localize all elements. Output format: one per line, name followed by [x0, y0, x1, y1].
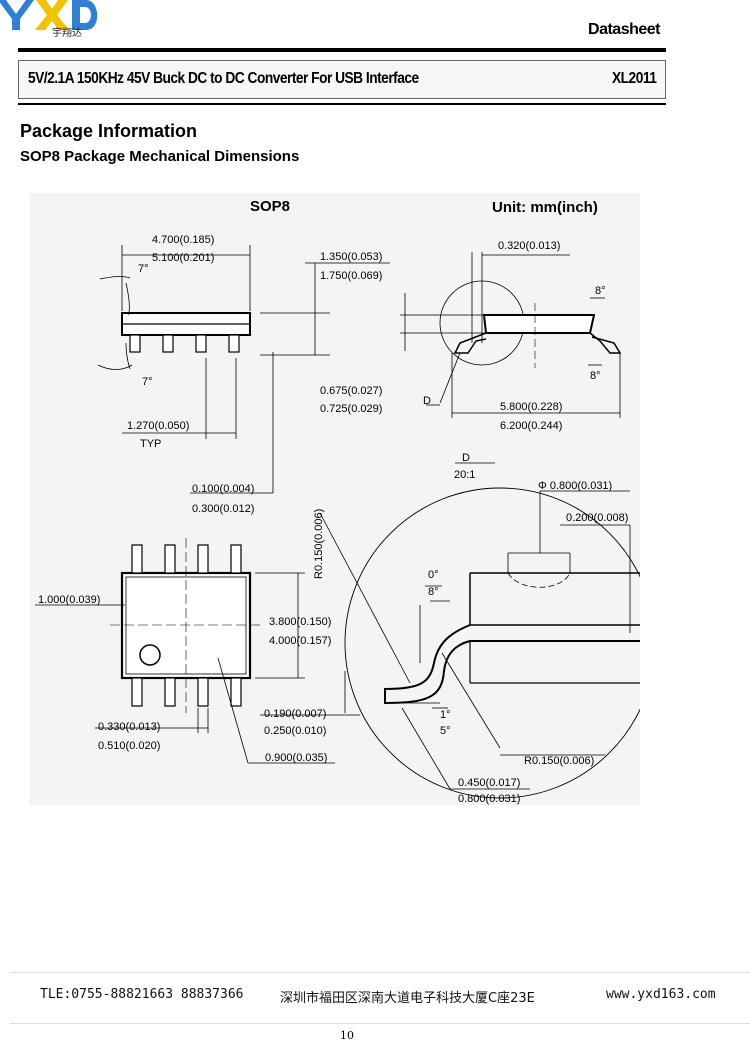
footer-address: 深圳市福田区深南大道电子科技大厦C座23E	[280, 991, 535, 1006]
title-underline	[18, 103, 666, 105]
dim-lead-width-max: 0.510(0.020)	[98, 740, 160, 752]
title-bar	[18, 60, 666, 99]
dim-height-max: 1.750(0.069)	[320, 270, 382, 282]
angle-0: 0°	[428, 569, 439, 581]
dim-foot-min: 0.450(0.017)	[458, 777, 520, 789]
dim-width-max: 6.200(0.244)	[500, 420, 562, 432]
detail-d-view	[260, 462, 640, 799]
page-number: 10	[340, 1029, 354, 1042]
angle-8: 8°	[428, 586, 439, 598]
dim-length-min: 4.700(0.185)	[152, 234, 214, 246]
mechanical-drawing: SOP8 Unit: mm(inch) 4.	[30, 193, 640, 805]
dim-09: 0.900(0.035)	[265, 752, 327, 764]
dim-thickness-max: 0.250(0.010)	[264, 725, 326, 737]
logo-chinese-name: 宇翔达	[52, 28, 82, 39]
dim-length-max: 5.100(0.201)	[152, 252, 214, 264]
company-logo	[0, 0, 110, 40]
product-title: 5V/2.1A 150KHz 45V Buck DC to DC Convert…	[28, 70, 419, 87]
dim-phi: Φ 0.800(0.031)	[538, 480, 612, 492]
unit-label: Unit: mm(inch)	[492, 199, 598, 216]
dim-offset-min: 0.100(0.004)	[192, 483, 254, 495]
angle-right-bottom: 8°	[590, 370, 601, 382]
header-rule	[18, 48, 666, 52]
angle-bottom: 7°	[142, 376, 153, 388]
dim-body-width-max: 4.000(0.157)	[269, 635, 331, 647]
dim-body-width-min: 3.800(0.150)	[269, 616, 331, 628]
section-title: Package Information	[20, 121, 198, 141]
detail-d-callout: D	[423, 395, 431, 407]
detail-label: D	[462, 452, 470, 464]
footer-bar	[10, 972, 750, 1024]
dim-pin1: 1.000(0.039)	[38, 594, 100, 606]
part-number: XL2011	[612, 70, 657, 87]
end-view	[400, 252, 622, 418]
angle-5: 5°	[440, 725, 451, 737]
doc-type-label: Datasheet	[588, 21, 660, 38]
package-name: SOP8	[250, 198, 290, 215]
side-view	[97, 245, 390, 494]
dim-foot-max: 0.800(0.031)	[458, 793, 520, 805]
radius-bottom: R0.150(0.006)	[524, 755, 594, 767]
dim-offset-max: 0.300(0.012)	[192, 503, 254, 515]
angle-1: 1°	[440, 709, 451, 721]
angle-top: 7°	[138, 263, 149, 275]
dim-lead-thickness: 0.320(0.013)	[498, 240, 560, 252]
footer-phone: TLE:0755-88821663 88837366	[40, 987, 244, 1002]
dim-standoff-max: 0.725(0.029)	[320, 403, 382, 415]
dim-lead-width-min: 0.330(0.013)	[98, 721, 160, 733]
detail-scale: 20:1	[454, 469, 475, 481]
radius-top: R0.150(0.006)	[313, 509, 325, 579]
dim-02: 0.200(0.008)	[566, 512, 628, 524]
top-view	[35, 538, 335, 764]
dim-width-min: 5.800(0.228)	[500, 401, 562, 413]
section-subtitle: SOP8 Package Mechanical Dimensions	[20, 148, 300, 165]
dim-thickness-min: 0.190(0.007)	[264, 708, 326, 720]
dim-standoff-min: 0.675(0.027)	[320, 385, 382, 397]
angle-right-top: 8°	[595, 285, 606, 297]
dim-height-min: 1.350(0.053)	[320, 251, 382, 263]
dim-pitch: 1.270(0.050)	[127, 420, 189, 432]
footer-website[interactable]: www.yxd163.com	[606, 987, 716, 1002]
dim-pitch-typ: TYP	[140, 438, 161, 450]
